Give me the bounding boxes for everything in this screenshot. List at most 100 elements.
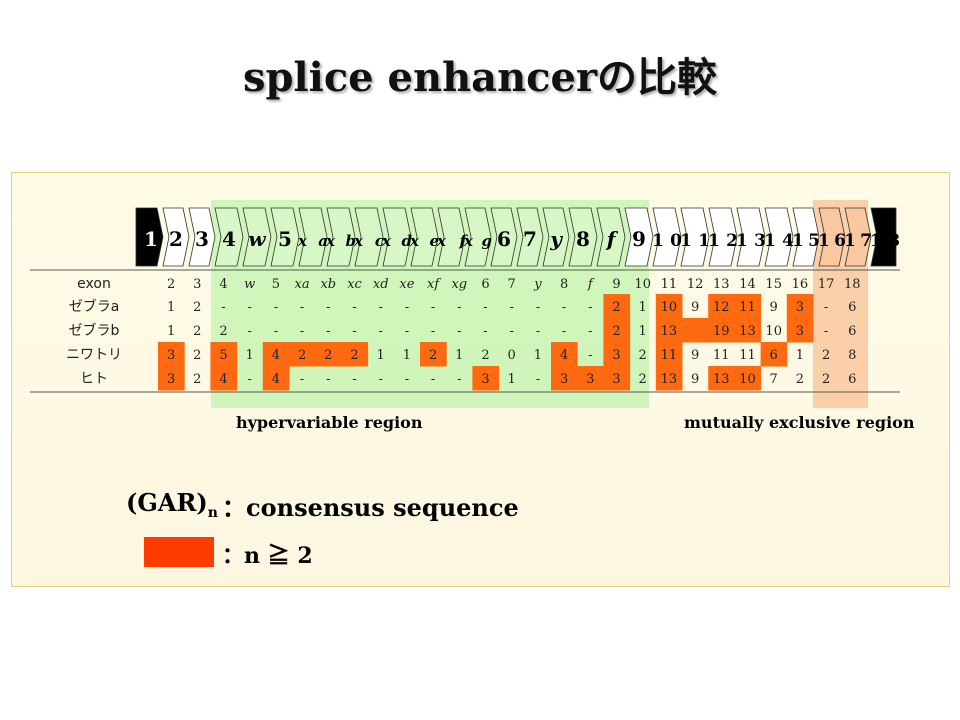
table-cell: -	[431, 372, 435, 387]
table-row-label: ゼブラa	[69, 298, 120, 315]
exon-block	[242, 207, 272, 267]
table-cell: 1	[167, 324, 175, 339]
exon-label: 6	[497, 227, 511, 251]
table-column-header: 14	[739, 277, 756, 292]
exon-block	[298, 207, 328, 267]
highlight-cell	[210, 342, 238, 367]
table-header-label: exon	[77, 276, 111, 292]
table-column-header: 11	[661, 277, 678, 292]
exon-block	[542, 207, 570, 267]
table-column-header: xg	[451, 277, 467, 292]
highlight-cell	[734, 318, 762, 343]
table-cell: -	[588, 300, 592, 315]
table-cell: 2	[639, 348, 647, 363]
exon-label: y	[549, 227, 563, 251]
table-cell: 6	[848, 300, 856, 315]
table-cell: 6	[848, 372, 856, 387]
table-cell: -	[509, 324, 513, 339]
table-column-header: xb	[320, 277, 336, 292]
table-cell: -	[431, 324, 435, 339]
table-cell: 4	[560, 348, 568, 363]
table-cell: 1	[403, 348, 411, 363]
table-cell: 2	[429, 348, 437, 363]
table-cell: 2	[822, 372, 830, 387]
table-cell: 11	[713, 348, 730, 363]
table-cell: 12	[713, 300, 730, 315]
table-cell: -	[483, 300, 487, 315]
table-cell: 1	[455, 348, 463, 363]
table-column-header: w	[244, 277, 255, 292]
table-cell: 2	[324, 348, 332, 363]
table-column-header: 15	[765, 277, 782, 292]
table-cell: 6	[770, 348, 778, 363]
highlight-cell	[786, 294, 814, 319]
highlight-cell	[420, 342, 447, 367]
table-cell: 2	[193, 300, 201, 315]
highlight-cell	[655, 342, 683, 367]
table-cell: 2	[350, 348, 358, 363]
table-cell: -	[457, 324, 461, 339]
highlight-cell	[262, 342, 290, 367]
table-cell: 2	[298, 348, 306, 363]
mutually-exclusive-region-label: mutually exclusive region	[684, 413, 915, 432]
table-cell: 3	[167, 372, 175, 387]
threshold-label: ：n ≧ 2	[222, 543, 313, 569]
table-column-header: 4	[219, 277, 227, 292]
table-column-header: 5	[272, 277, 280, 292]
table-column-header: y	[533, 277, 542, 292]
highlight-cell	[760, 342, 788, 367]
table-column-header: xe	[399, 277, 414, 292]
table-cell: 5	[219, 348, 227, 363]
exon-block	[736, 207, 766, 267]
gar-subscript: n	[207, 504, 218, 521]
exon-block	[135, 207, 164, 267]
highlight-cell	[655, 366, 683, 391]
table-cell: -	[326, 300, 330, 315]
table-column-header: 7	[508, 277, 516, 292]
exon-block	[410, 207, 439, 267]
table-cell: 2	[822, 348, 830, 363]
exon-block	[624, 207, 654, 267]
table-cell: -	[509, 300, 513, 315]
page-title: splice enhancerの比較	[242, 54, 718, 101]
table-row-label: ヒト	[80, 371, 108, 387]
table-cell: -	[352, 324, 356, 339]
gar-repeat-label: (GAR)n	[126, 488, 218, 521]
exon-block	[568, 207, 598, 267]
table-cell: 4	[272, 348, 280, 363]
highlight-cell	[682, 318, 709, 343]
table-cell: 11	[739, 300, 756, 315]
table-cell: -	[405, 300, 409, 315]
highlight-cell	[551, 342, 578, 367]
exon-block	[792, 207, 820, 267]
table-column-header: 13	[713, 277, 730, 292]
table-cell: 4	[219, 372, 227, 387]
table-cell: 4	[272, 372, 280, 387]
table-cell: -	[247, 324, 251, 339]
table-cell: 3	[167, 348, 175, 363]
table-cell: -	[300, 300, 304, 315]
table-cell: 9	[770, 300, 778, 315]
exon-block	[764, 207, 794, 267]
exon-block	[596, 207, 626, 267]
table-cell: 11	[661, 348, 678, 363]
table-cell: -	[378, 324, 382, 339]
table-cell: 3	[612, 348, 620, 363]
table-row-label: ゼブラb	[69, 322, 120, 339]
exon-block	[326, 207, 356, 267]
exon-block	[490, 207, 518, 267]
exon-block	[708, 207, 738, 267]
table-cell: 2	[193, 324, 201, 339]
table-cell: 2	[612, 300, 620, 315]
table-cell: -	[274, 300, 278, 315]
table-cell: -	[431, 300, 435, 315]
table-cell: 1	[167, 300, 175, 315]
exon-label: 5	[278, 227, 292, 251]
table-cell: -	[457, 372, 461, 387]
table-cell: 3	[586, 372, 594, 387]
table-cell: 10	[661, 300, 678, 315]
table-column-header: xd	[373, 277, 389, 292]
table-cell: 1	[246, 348, 254, 363]
highlight-cell	[315, 342, 342, 367]
table-cell: -	[274, 324, 278, 339]
